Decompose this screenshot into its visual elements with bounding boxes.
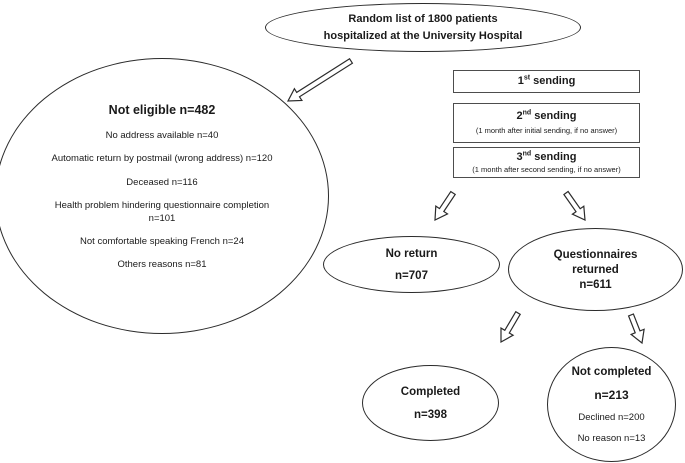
third-sending-note: (1 month after second sending, if no ans… [472, 164, 621, 174]
first-sending-box: 1st sending [453, 70, 640, 93]
third-sending-box: 3nd sending (1 month after second sendin… [453, 147, 640, 178]
arrow-sendings-to-no-return [434, 190, 457, 221]
sending-word: sending [530, 75, 576, 87]
sending-ordinal-suffix: st [523, 74, 531, 82]
arrow-sendings-to-returned [563, 190, 586, 221]
not-completed-count: n=213 [594, 388, 629, 403]
not-eligible-reason: Others reasons n=81 [117, 259, 207, 271]
not-completed-reason: No reason n=13 [577, 433, 646, 445]
not-completed-label: Not completed [571, 365, 652, 378]
second-sending-box: 2nd sending (1 month after initial sendi… [453, 103, 640, 143]
source-line-2: hospitalized at the University Hospital [323, 29, 523, 42]
no-return-count: n=707 [395, 269, 428, 282]
source-line-1: Random list of 1800 patients [348, 13, 498, 25]
arrow-returned-to-completed [500, 310, 522, 344]
completed-node: Completed n=398 [362, 365, 499, 441]
sending-ordinal-suffix: nd [522, 109, 532, 117]
no-return-label: No return [385, 248, 438, 261]
arrow-returned-to-not-completed [627, 313, 645, 345]
questionnaires-returned-label: Questionnaires returned [553, 248, 638, 276]
not-eligible-title: Not eligible n=482 [108, 103, 216, 117]
not-completed-reason: Declined n=200 [578, 412, 645, 424]
sending-word: sending [531, 150, 577, 163]
sending-number: 1 [517, 75, 524, 87]
not-completed-node: Not completed n=213 Declined n=200 No re… [547, 347, 676, 462]
not-eligible-reason: Not comfortable speaking French n=24 [80, 236, 244, 248]
completed-label: Completed [400, 385, 461, 398]
sending-number: 3 [516, 150, 523, 163]
completed-count: n=398 [414, 409, 447, 422]
not-eligible-node: Not eligible n=482 No address available … [0, 58, 329, 334]
no-return-node: No return n=707 [323, 236, 500, 293]
not-eligible-reason: Automatic return by postmail (wrong addr… [51, 153, 273, 165]
first-sending-label: 1st sending [517, 74, 576, 87]
not-eligible-reason: No address available n=40 [105, 130, 219, 141]
second-sending-note: (1 month after initial sending, if no an… [475, 126, 618, 136]
third-sending-label: 3nd sending [516, 150, 577, 163]
not-eligible-reason: Deceased n=116 [126, 176, 198, 188]
second-sending-label: 2nd sending [516, 109, 577, 123]
sending-word: sending [531, 110, 577, 123]
not-eligible-reason: Health problem hindering questionnaire c… [54, 199, 270, 224]
questionnaires-returned-node: Questionnaires returned n=611 [508, 228, 683, 311]
source-node: Random list of 1800 patients hospitalize… [265, 3, 581, 52]
sending-ordinal-suffix: nd [522, 150, 532, 158]
arrow-source-to-not-eligible [286, 57, 354, 102]
questionnaires-returned-count: n=611 [579, 279, 612, 292]
sending-number: 2 [516, 110, 523, 123]
